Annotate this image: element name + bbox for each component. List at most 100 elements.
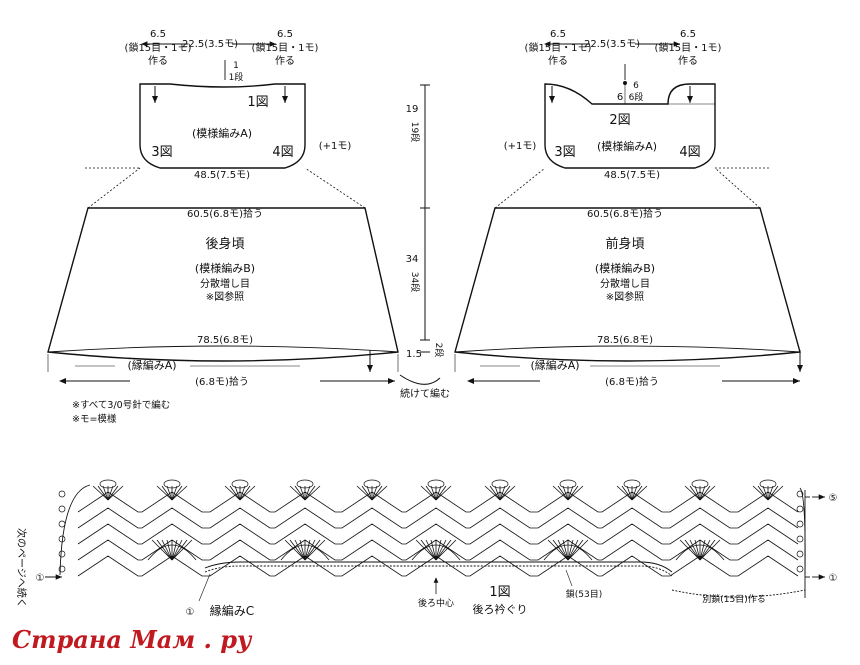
front-pattern-a: (模様編みA)	[597, 139, 657, 153]
chart-stitch	[559, 479, 577, 489]
chart-left-marker: ①	[36, 573, 45, 584]
front-increase: 分散増し目	[600, 277, 650, 290]
front-title: 前身頃	[605, 236, 644, 252]
chart-stitch	[699, 485, 711, 501]
chart-stitch	[689, 539, 701, 561]
chart-stitch	[166, 539, 173, 561]
front-plus1: (+1モ)	[504, 141, 537, 152]
note-needle: ※すべて3/0号針で編む	[72, 399, 170, 411]
chart-stitch	[92, 485, 109, 501]
chart-stitch	[694, 539, 701, 561]
chart-stitch	[420, 539, 437, 561]
chart-stitch	[631, 485, 638, 501]
chart-stitch	[363, 479, 381, 489]
chart-stitch	[567, 539, 589, 561]
chart-stitch	[499, 485, 506, 501]
chart-stitch	[304, 485, 316, 501]
chart-stitch	[767, 485, 784, 501]
chart-stitch	[567, 485, 584, 501]
chart-stitch	[77, 523, 799, 545]
back-left-side-action: 作る	[148, 55, 168, 67]
chart-stitch	[420, 485, 437, 501]
vertical-v1-rows: 19段	[409, 122, 421, 142]
chart-stitch	[58, 520, 66, 528]
back-center-width: 22.5(3.5モ)	[182, 39, 238, 50]
chart-stitch	[166, 485, 173, 501]
chart-stitch	[234, 485, 241, 501]
front-neck-rows: 6段	[629, 91, 644, 103]
chart-stitch	[58, 550, 66, 558]
chart-stitch	[552, 485, 569, 501]
chart-stitch	[102, 485, 109, 501]
front-fig2: 2図	[609, 113, 630, 128]
chart-stitch	[757, 485, 769, 501]
back-pattern-a: (模様編みA)	[192, 126, 252, 140]
chart-stitch	[435, 539, 442, 561]
front-pattern-b: (模様編みB)	[595, 261, 655, 275]
chart-stitch	[239, 485, 246, 501]
chart-stitch	[567, 485, 579, 501]
chart-stitch	[366, 485, 373, 501]
chart-stitch	[557, 539, 569, 561]
chart-stitch	[304, 485, 321, 501]
chart-stitch	[499, 485, 511, 501]
chart-stitch	[304, 539, 321, 561]
chart-stitch	[147, 544, 197, 561]
chart-stitch	[171, 485, 188, 501]
chart-stitch	[425, 539, 437, 561]
chart-stitch	[567, 539, 579, 561]
chart-stitch	[679, 539, 701, 561]
vertical-v2-rows: 34段	[409, 272, 421, 292]
chart-center: 後ろ中心	[418, 597, 454, 609]
chart-stitch	[304, 485, 311, 501]
chart-stitch	[294, 539, 306, 561]
chart-motifs	[58, 479, 804, 577]
chart-stitch	[411, 544, 461, 561]
chart-stitch	[621, 485, 633, 501]
chart-stitch	[567, 539, 584, 561]
chart-stitch	[231, 479, 249, 489]
chart-stitch	[296, 479, 314, 489]
front-width-1: 48.5(7.5モ)	[604, 170, 660, 181]
watermark: Страна Мам . ру	[12, 625, 253, 654]
chart-stitch	[435, 539, 452, 561]
chart-stitch	[796, 505, 804, 513]
chart-fig: 1図	[489, 585, 510, 600]
back-fig1: 1図	[247, 95, 268, 110]
chart-stitch	[171, 539, 188, 561]
chart-stitch	[171, 539, 178, 561]
front-fig3: 3図	[554, 145, 575, 160]
back-fig3: 3図	[151, 145, 172, 160]
chart-edge-c: 縁編みC	[210, 603, 254, 618]
back-width-1: 48.5(7.5モ)	[194, 170, 250, 181]
chart-stitch	[107, 485, 124, 501]
chart-stitch	[699, 539, 721, 561]
chart-stitch	[435, 485, 442, 501]
back-right-side-note: (鎖15目・1モ)	[252, 41, 319, 54]
chart-stitch	[435, 539, 457, 561]
chart-stitch	[151, 539, 173, 561]
front-neck-dim: 6	[617, 92, 623, 103]
chart-stitch	[491, 479, 509, 489]
front-edge-a: (縁編みA)	[530, 358, 579, 372]
chart-stitch	[484, 485, 501, 501]
chart-stitch	[299, 485, 306, 501]
chart-stitch	[689, 485, 701, 501]
chart-side-text: 次のページへ続く	[15, 528, 28, 608]
chart-stitch	[499, 485, 516, 501]
front-center-width: 22.5(3.5モ)	[584, 39, 640, 50]
vertical-v3-rows: 2段	[433, 343, 445, 358]
chart-stitch	[435, 485, 447, 501]
front-fig4: 4図	[679, 145, 700, 160]
chart-stitch	[161, 485, 173, 501]
chart-stitch	[77, 507, 799, 529]
chart-stitch	[163, 479, 181, 489]
chart-stitch	[767, 485, 779, 501]
front-right-side-value: 6.5	[680, 29, 696, 40]
chart-stitch	[759, 479, 777, 489]
back-width-4: (6.8モ)拾う	[195, 375, 249, 388]
chart-stitch	[77, 555, 799, 577]
chart-stitch	[171, 539, 193, 561]
chart-stitch	[762, 485, 769, 501]
